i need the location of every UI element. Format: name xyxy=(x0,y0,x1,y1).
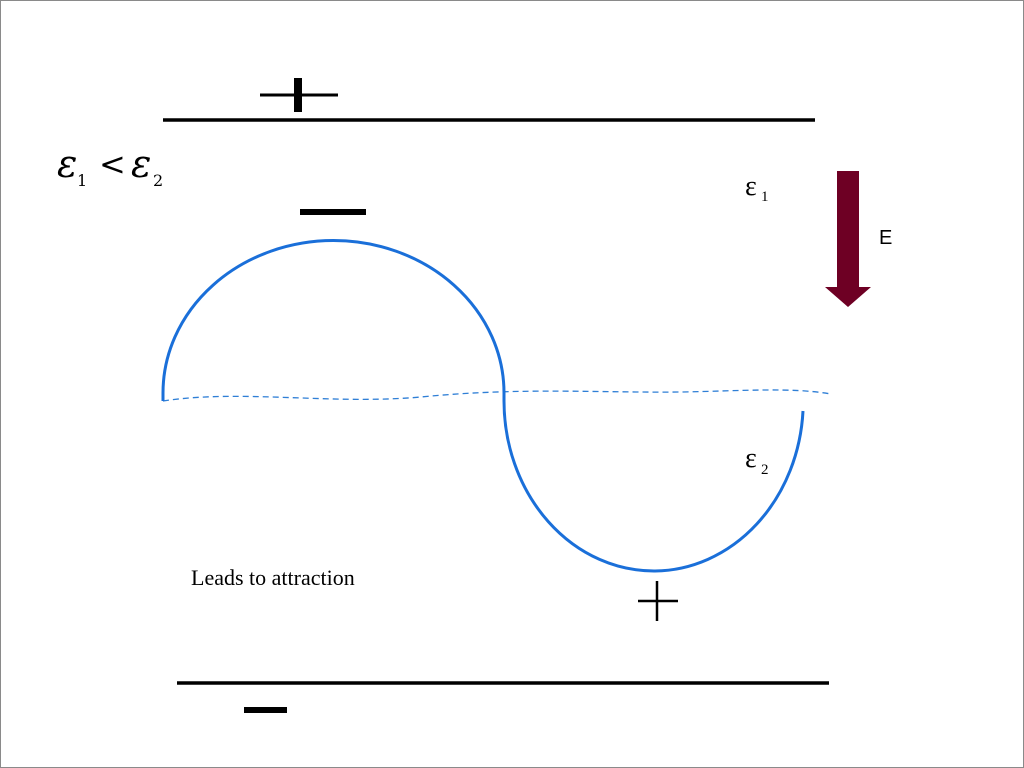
top-plate-plus-sign xyxy=(260,78,338,112)
electric-field-arrow-icon xyxy=(825,171,871,307)
induced-plus-sign xyxy=(638,581,678,621)
flat-interface-dashed-line xyxy=(162,389,832,402)
permittivity-relation: ε 1 < ε 2 xyxy=(57,142,163,190)
svg-text:2: 2 xyxy=(761,462,769,478)
lower-medium-label: ε 2 xyxy=(745,443,769,478)
svg-text:ε: ε xyxy=(745,171,757,202)
perturbed-interface-curve xyxy=(161,239,805,573)
svg-text:ε: ε xyxy=(745,443,757,474)
electric-field-label: E xyxy=(879,227,892,249)
svg-text:1: 1 xyxy=(761,189,769,205)
svg-text:<: < xyxy=(99,145,126,183)
svg-text:ε: ε xyxy=(57,142,77,186)
upper-medium-label: ε 1 xyxy=(745,171,769,205)
svg-text:2: 2 xyxy=(153,171,163,190)
svg-text:1: 1 xyxy=(77,171,87,190)
svg-text:ε: ε xyxy=(131,142,151,186)
caption-text: Leads to attraction xyxy=(191,565,355,590)
